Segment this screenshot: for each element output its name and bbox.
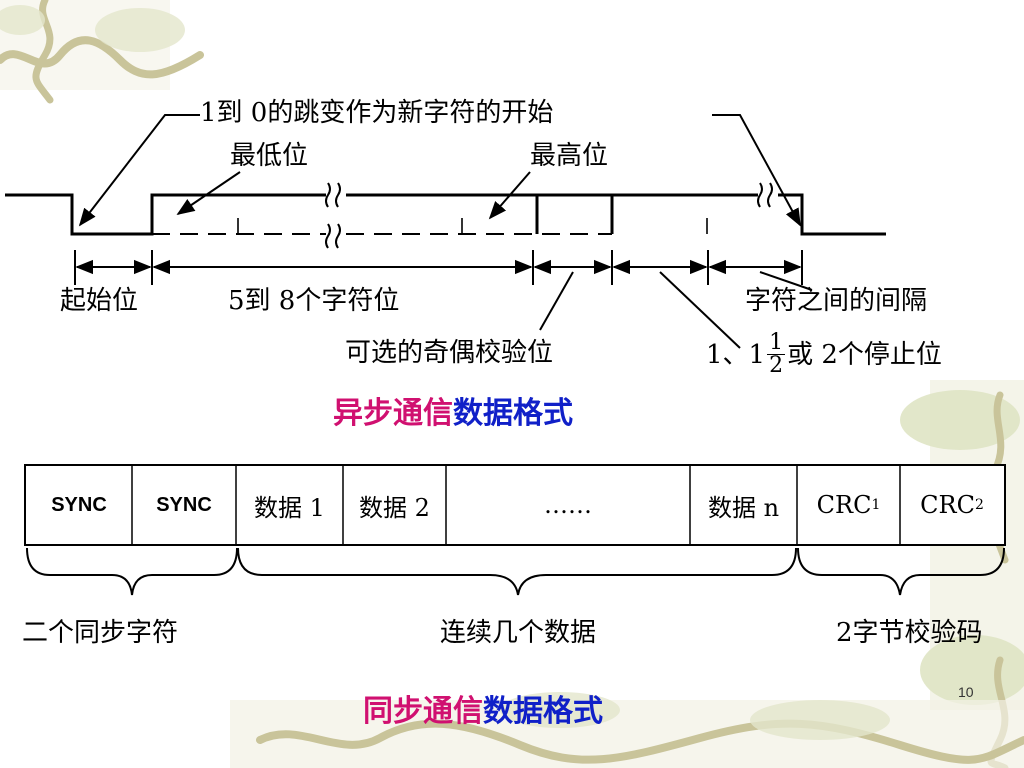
sync-title-blue: 数据格式 [483,694,603,729]
async-waveform [5,193,886,236]
data-cell-2: 数据 2 [359,493,430,522]
crc2-main: CRC [920,491,975,519]
sync-braces [26,547,1005,596]
async-format-title: 异步通信数据格式 [333,399,573,429]
stop-frac-denominator: 2 [769,353,784,378]
new-char-start-label: 1到 0的跳变作为新字符的开始 [200,98,554,128]
async-break-marks [325,182,773,249]
sync-cell-2: SYNC [156,493,212,516]
page-number: 10 [958,684,974,700]
start-bit-label: 起始位 [60,286,139,316]
data-cell-1: 数据 1 [254,493,325,522]
sync-frame-dividers [131,465,901,545]
async-dimension-lines [74,250,803,285]
char-gap-label: 字符之间的间隔 [745,286,928,316]
stop-bits-fraction: 1 2 [767,330,786,378]
async-title-pink: 异步通信 [333,396,453,431]
highest-bit-label: 最高位 [530,141,609,171]
stop-bits-suffix: 或 2个停止位 [787,339,942,370]
crc1-main: CRC [816,491,872,519]
async-tick-marks [237,218,708,234]
crc-bytes-label: 2字节校验码 [836,618,983,648]
crc1-sub: 1 [871,497,881,513]
data-bits-label: 5到 8个字符位 [228,286,400,316]
async-title-blue: 数据格式 [453,396,573,431]
sync-frame-table [24,464,1006,546]
parity-bit-label: 可选的奇偶校验位 [345,338,554,368]
ellipsis-cell: …… [544,491,592,519]
stop-bits-label: 1、1 1 2 或 2个停止位 [706,332,942,377]
sync-format-title: 同步通信数据格式 [363,697,603,727]
crc2-sub: 2 [974,497,984,513]
lowest-bit-label: 最低位 [230,141,309,171]
data-cell-n: 数据 n [707,493,780,522]
sync-title-pink: 同步通信 [363,694,483,729]
sync-chars-label: 二个同步字符 [22,618,179,648]
stop-bits-prefix: 1、1 [706,339,766,370]
async-leader-lines [78,114,813,349]
sync-cell-1: SYNC [51,493,107,516]
stop-frac-numerator: 1 [767,330,786,355]
continuous-data-label: 连续几个数据 [440,618,597,648]
